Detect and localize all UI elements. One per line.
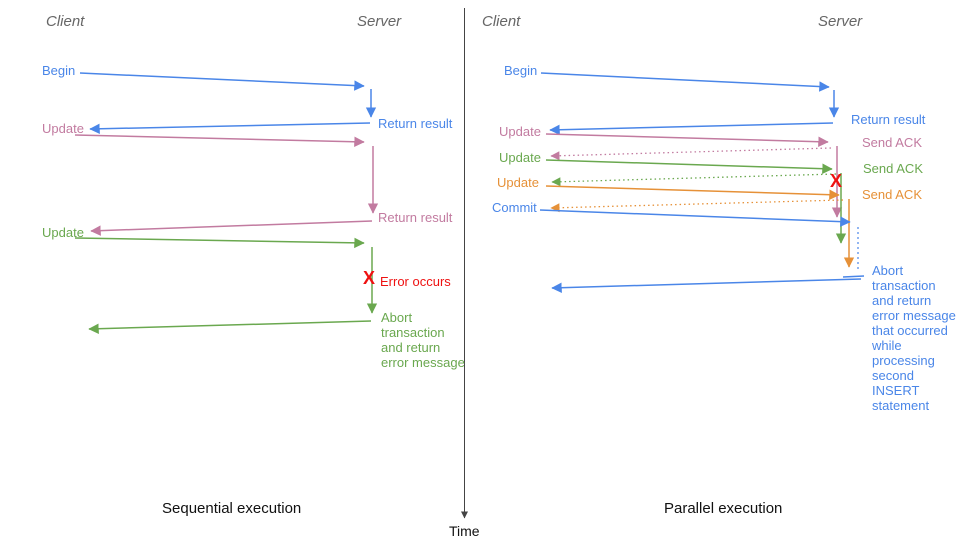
seq-update-1-label: Update xyxy=(42,121,84,136)
par-send-ack-2-label: Send ACK xyxy=(863,161,923,176)
par-update-3-ack-arrow xyxy=(550,199,844,213)
par-abort-tick-line xyxy=(842,275,865,278)
seq-update-2-request-arrow xyxy=(74,237,365,249)
seq-begin-request-arrow xyxy=(79,72,365,91)
par-send-ack-3-label: Send ACK xyxy=(862,187,922,202)
seq-return-result-1-arrow xyxy=(89,122,371,135)
seq-abort-note: Abort transaction and return error messa… xyxy=(381,310,465,370)
par-client-label: Client xyxy=(482,13,521,30)
seq-title: Sequential execution xyxy=(162,500,302,517)
par-update-3-label: Update xyxy=(497,175,539,190)
time-axis-label: Time xyxy=(449,523,480,539)
seq-begin-label: Begin xyxy=(42,63,76,78)
par-abort-note: Abort transaction and return error messa… xyxy=(872,263,956,413)
par-update-2-request-arrow xyxy=(545,159,833,174)
par-update-2-label: Update xyxy=(499,150,541,165)
par-return-result-label: Return result xyxy=(851,112,926,127)
seq-client-label: Client xyxy=(46,13,85,30)
seq-update-1-request-arrow xyxy=(74,134,365,148)
par-begin-request-arrow xyxy=(540,72,830,92)
par-return-result-arrow xyxy=(549,122,834,136)
par-title: Parallel execution xyxy=(664,500,783,517)
par-begin-label: Begin xyxy=(504,63,538,78)
par-server-label: Server xyxy=(818,13,863,30)
seq-return-result-2-label: Return result xyxy=(378,210,453,225)
seq-abort-return-arrow xyxy=(88,320,372,334)
par-update-1-request-arrow xyxy=(545,133,829,147)
par-commit-label: Commit xyxy=(492,200,537,215)
seq-update-2-label: Update xyxy=(42,225,84,240)
par-abort-return-arrow xyxy=(551,278,862,293)
par-send-ack-1-label: Send ACK xyxy=(862,135,922,150)
seq-error-x-icon: X xyxy=(363,268,376,288)
par-update-1-label: Update xyxy=(499,124,541,139)
par-commit-request-arrow xyxy=(539,209,851,227)
par-update-1-ack-arrow xyxy=(550,147,832,161)
seq-return-result-1-label: Return result xyxy=(378,116,453,131)
seq-error-occurs-label: Error occurs xyxy=(380,274,451,289)
seq-return-result-2-arrow xyxy=(90,220,373,236)
par-update-2-ack-arrow xyxy=(551,173,837,187)
par-error-x-icon: X xyxy=(830,171,843,191)
par-update-3-request-arrow xyxy=(545,185,840,200)
seq-server-label: Server xyxy=(357,13,402,30)
